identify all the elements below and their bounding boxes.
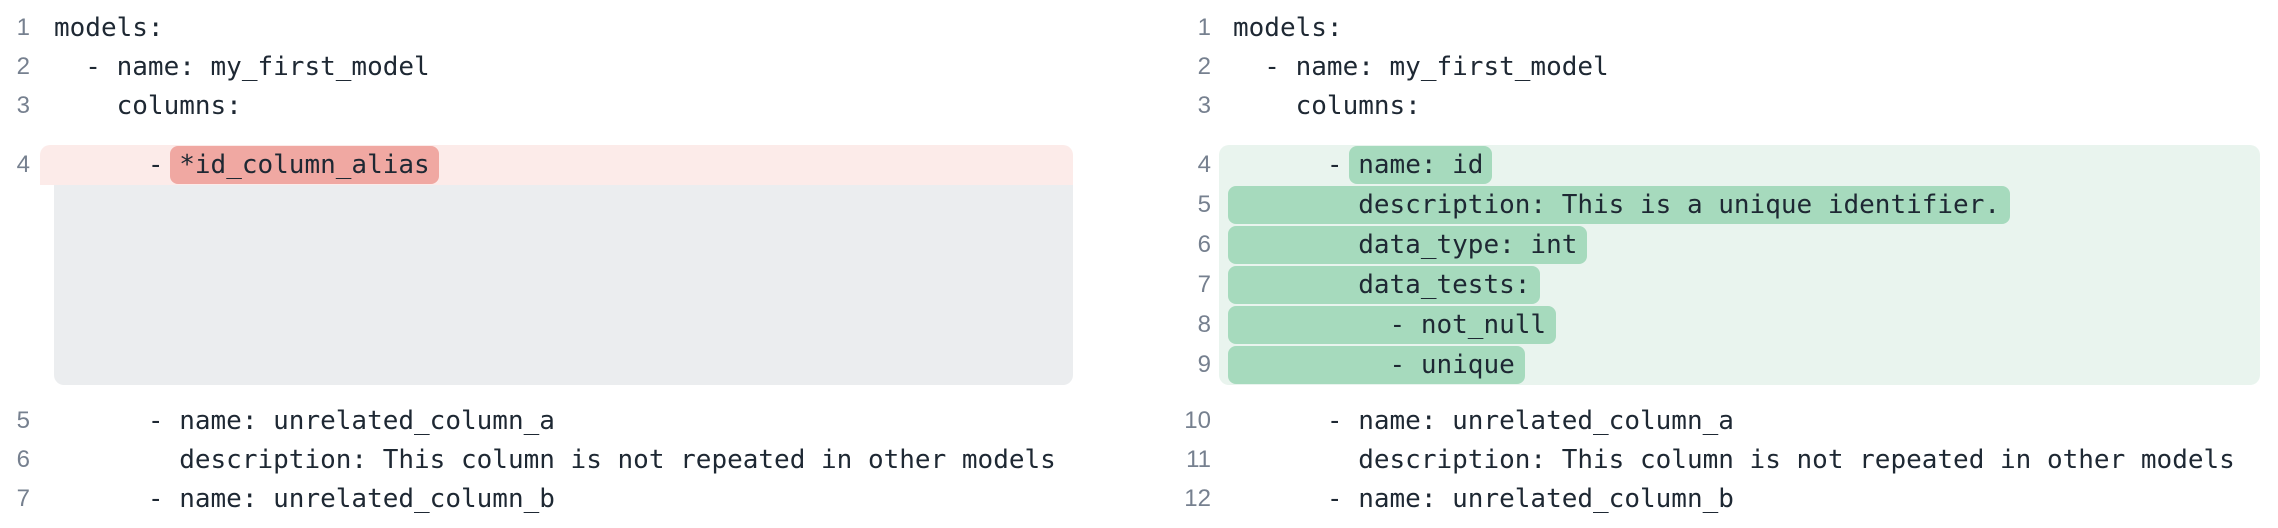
code-line: 7 - name: unrelated_column_b <box>8 479 1073 518</box>
line-number: 10 <box>1184 406 1211 434</box>
code-line: 3 columns: <box>1179 86 2260 125</box>
diff-pane-before: 1 models: 2 - name: my_first_model 3 col… <box>8 8 1073 518</box>
code-line: 10 - name: unrelated_column_a <box>1179 401 2260 440</box>
added-line: 7 data_tests: <box>1179 265 2260 305</box>
code-text: data_tests: <box>1219 265 2260 305</box>
line-number: 9 <box>1197 351 1211 378</box>
code-text: models: <box>1233 12 1343 43</box>
code-line: 2 - name: my_first_model <box>8 47 1073 86</box>
code-text: - name: unrelated_column_a <box>1233 405 1734 436</box>
code-text: - name: unrelated_column_b <box>1233 483 1734 514</box>
added-token-highlight: data_tests: <box>1228 266 1541 304</box>
line-number: 2 <box>16 52 30 80</box>
line-number: 5 <box>16 406 30 434</box>
code-line: 11 description: This column is not repea… <box>1179 440 2260 479</box>
code-line: 2 - name: my_first_model <box>1179 47 2260 86</box>
code-text: description: This column is not repeated… <box>54 444 1056 475</box>
line-number: 6 <box>16 445 30 473</box>
diff-block-gap <box>1179 385 2260 401</box>
line-number: 3 <box>16 91 30 119</box>
code-text: columns: <box>1233 90 1421 121</box>
diff-pane-after: 1 models: 2 - name: my_first_model 3 col… <box>1139 0 2278 528</box>
line-number: 2 <box>1197 52 1211 80</box>
code-text: - *id_column_alias <box>40 145 1073 185</box>
code-line: 1 models: <box>8 8 1073 47</box>
line-number: 4 <box>1197 151 1211 178</box>
code-line: 3 columns: <box>8 86 1073 125</box>
added-line: 6 data_type: int <box>1179 225 2260 265</box>
code-text: - name: unrelated_column_a <box>54 405 555 436</box>
code-text: description: This column is not repeated… <box>1233 444 2235 475</box>
line-number-empty <box>8 185 40 385</box>
code-text: columns: <box>54 90 242 121</box>
code-text: description: This is a unique identifier… <box>1219 185 2260 225</box>
line-number: 3 <box>1197 91 1211 119</box>
code-text: - name: id <box>1219 145 2260 185</box>
line-number: 8 <box>1197 311 1211 338</box>
added-token-highlight: data_type: int <box>1228 226 1588 264</box>
collapsed-lines-spacer-row <box>8 185 1073 385</box>
diff-block-gap <box>8 125 1073 145</box>
code-prefix: - <box>1233 150 1359 180</box>
code-text: - name: my_first_model <box>1233 51 1609 82</box>
line-number: 1 <box>1197 13 1211 41</box>
code-text: - name: unrelated_column_b <box>54 483 555 514</box>
added-line: 9 - unique <box>1179 345 2260 385</box>
line-number: 4 <box>16 151 30 178</box>
added-line: 5 description: This is a unique identifi… <box>1179 185 2260 225</box>
code-line: 5 - name: unrelated_column_a <box>8 401 1073 440</box>
line-number: 1 <box>16 13 30 41</box>
code-text: - name: my_first_model <box>54 51 430 82</box>
diff-block-gap <box>1179 125 2260 145</box>
added-token-highlight: name: id <box>1349 146 1493 184</box>
line-number: 7 <box>16 484 30 512</box>
line-number: 6 <box>1197 231 1211 258</box>
code-line: 1 models: <box>1179 8 2260 47</box>
code-line: 6 description: This column is not repeat… <box>8 440 1073 479</box>
diff-block-gap <box>8 385 1073 401</box>
code-text: models: <box>54 12 164 43</box>
code-text: data_type: int <box>1219 225 2260 265</box>
line-number: 11 <box>1186 445 1211 473</box>
removed-token-highlight: *id_column_alias <box>170 146 439 184</box>
code-prefix: - <box>54 150 180 180</box>
removed-line: 4 - *id_column_alias <box>8 145 1073 185</box>
collapsed-lines-spacer <box>54 185 1073 385</box>
added-token-highlight: - unique <box>1228 346 1525 384</box>
added-token-highlight: - not_null <box>1228 306 1557 344</box>
line-number: 5 <box>1197 191 1211 218</box>
line-number: 12 <box>1184 484 1211 512</box>
line-number: 7 <box>1197 271 1211 298</box>
added-line: 8 - not_null <box>1179 305 2260 345</box>
code-text: - not_null <box>1219 305 2260 345</box>
added-token-highlight: description: This is a unique identifier… <box>1228 186 2011 224</box>
added-line: 4 - name: id <box>1179 145 2260 185</box>
code-text: - unique <box>1219 345 2260 385</box>
code-line: 12 - name: unrelated_column_b <box>1179 479 2260 518</box>
